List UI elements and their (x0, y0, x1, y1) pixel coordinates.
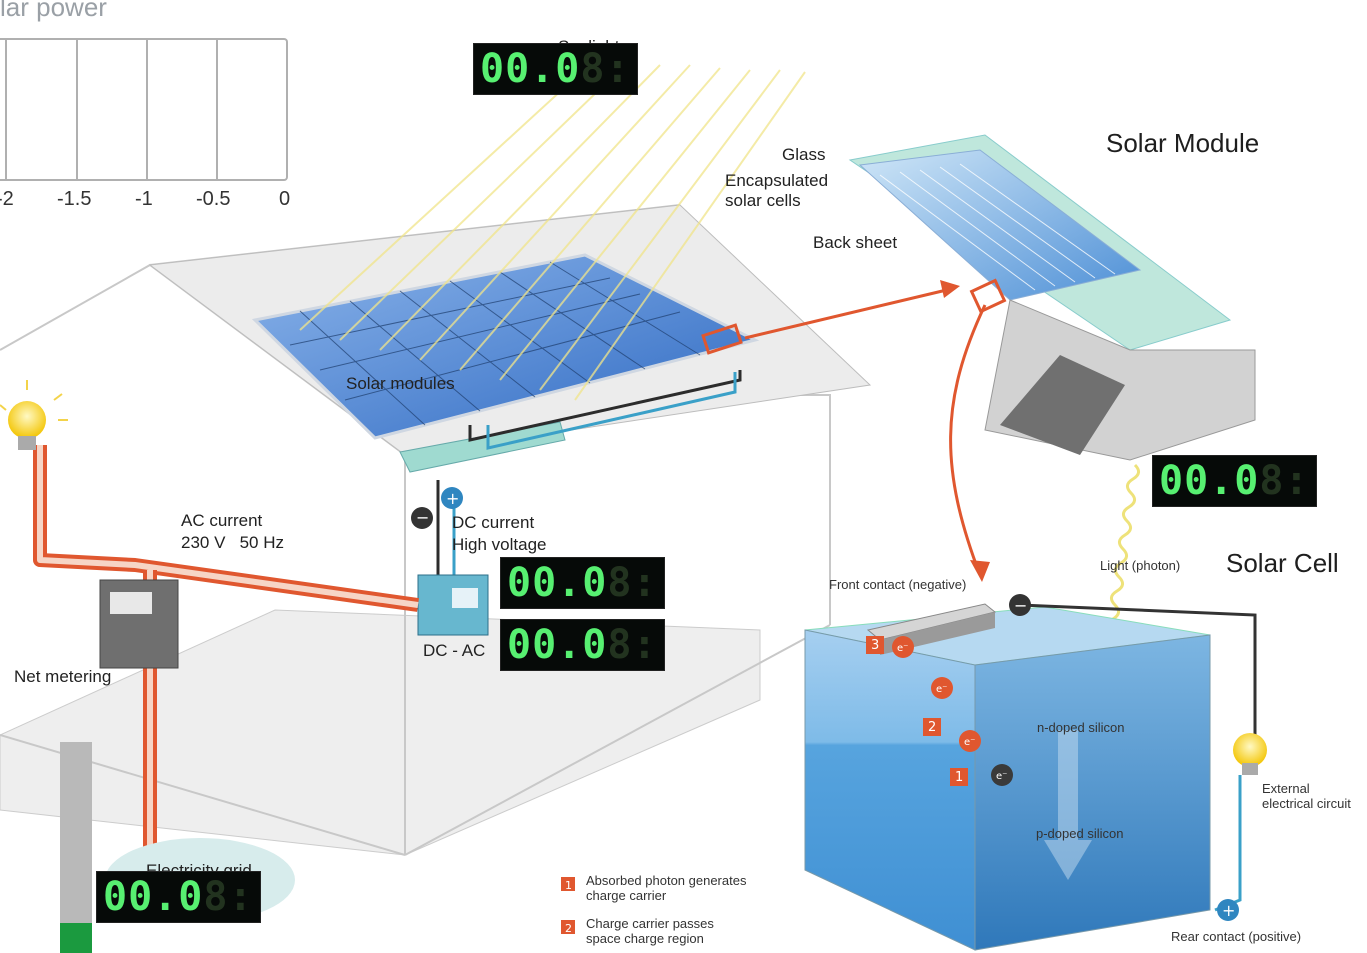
label-dc-current: DC current (452, 513, 535, 532)
svg-text:e⁻: e⁻ (897, 643, 908, 654)
graph-x-tick: -2 (0, 188, 14, 210)
svg-text:3: 3 (871, 638, 879, 653)
label-dc-ac: DC - AC (423, 641, 486, 660)
svg-text:+: + (1222, 901, 1235, 920)
level-bar-fill (60, 923, 92, 953)
cell-light-bulb (1233, 733, 1267, 775)
grid-display: 00.08: (96, 871, 261, 923)
label-rear-contact: Rear contact (positive) (1171, 929, 1302, 944)
label-external-circuit: External electrical circuit (1262, 781, 1351, 811)
label-solar-modules: Solar modules (346, 374, 455, 393)
legend-num-2: 2 (565, 922, 572, 935)
ac-display: 00.08: (500, 619, 665, 671)
level-bar (60, 742, 92, 953)
graph-x-tick: -1.5 (57, 188, 92, 210)
label-ac-spec: 230 V 50 Hz (181, 533, 285, 552)
label-encapsulated: Encapsulated solar cells (725, 171, 829, 210)
svg-text:1: 1 (955, 770, 963, 785)
sunlight-display-value: 00.0 (480, 46, 581, 92)
grid-display-value: 00.0 (103, 874, 204, 920)
dc-display: 00.08: (500, 557, 665, 609)
electron-path: e⁻ e⁻ e⁻ e⁻ 3 2 1 (866, 636, 1013, 786)
svg-text:e⁻: e⁻ (936, 684, 947, 695)
label-glass: Glass (782, 145, 826, 164)
graph-title: lar power (0, 0, 107, 22)
solar-cell-display-value: 00.0 (1159, 458, 1260, 504)
svg-text:e⁻: e⁻ (996, 771, 1007, 782)
solar-module-cutaway (848, 134, 1256, 461)
title-solar-module: Solar Module (1106, 128, 1260, 158)
graph-x-tick: -1 (135, 188, 153, 210)
house-light-bulb (0, 380, 68, 450)
dc-display-value: 00.0 (507, 560, 608, 606)
label-light-photon: Light (photon) (1100, 558, 1181, 573)
legend-num-1: 1 (565, 879, 572, 892)
label-back-sheet: Back sheet (813, 233, 898, 252)
legend-text-1: Absorbed photon generates charge carrier (586, 873, 747, 903)
sunlight-display: 00.08: (473, 43, 638, 95)
label-high-voltage: High voltage (452, 535, 547, 554)
svg-text:e⁻: e⁻ (964, 737, 975, 748)
legend-text-2: Charge carrier passes space charge regio… (586, 916, 714, 946)
ac-display-value: 00.0 (507, 622, 608, 668)
title-solar-cell: Solar Cell (1226, 548, 1339, 578)
label-p-doped: p-doped silicon (1036, 826, 1124, 841)
solar-power-graph: lar power -2 -1.5 -1 -0.5 0 (0, 0, 300, 215)
label-front-contact: Front contact (negative) (829, 577, 967, 592)
svg-text:2: 2 (928, 720, 936, 735)
label-ac-current: AC current (181, 511, 263, 530)
svg-text:−: − (416, 508, 429, 527)
solar-cell-block (804, 603, 1211, 951)
solar-cell-display: 00.08: (1152, 455, 1317, 507)
svg-text:−: − (1014, 596, 1027, 615)
svg-text:+: + (446, 489, 459, 508)
graph-x-tick: 0 (279, 188, 291, 210)
label-net-metering: Net metering (14, 667, 112, 686)
label-n-doped: n-doped silicon (1037, 720, 1125, 735)
graph-x-tick: -0.5 (196, 188, 231, 210)
graph-plot-area (0, 38, 288, 181)
